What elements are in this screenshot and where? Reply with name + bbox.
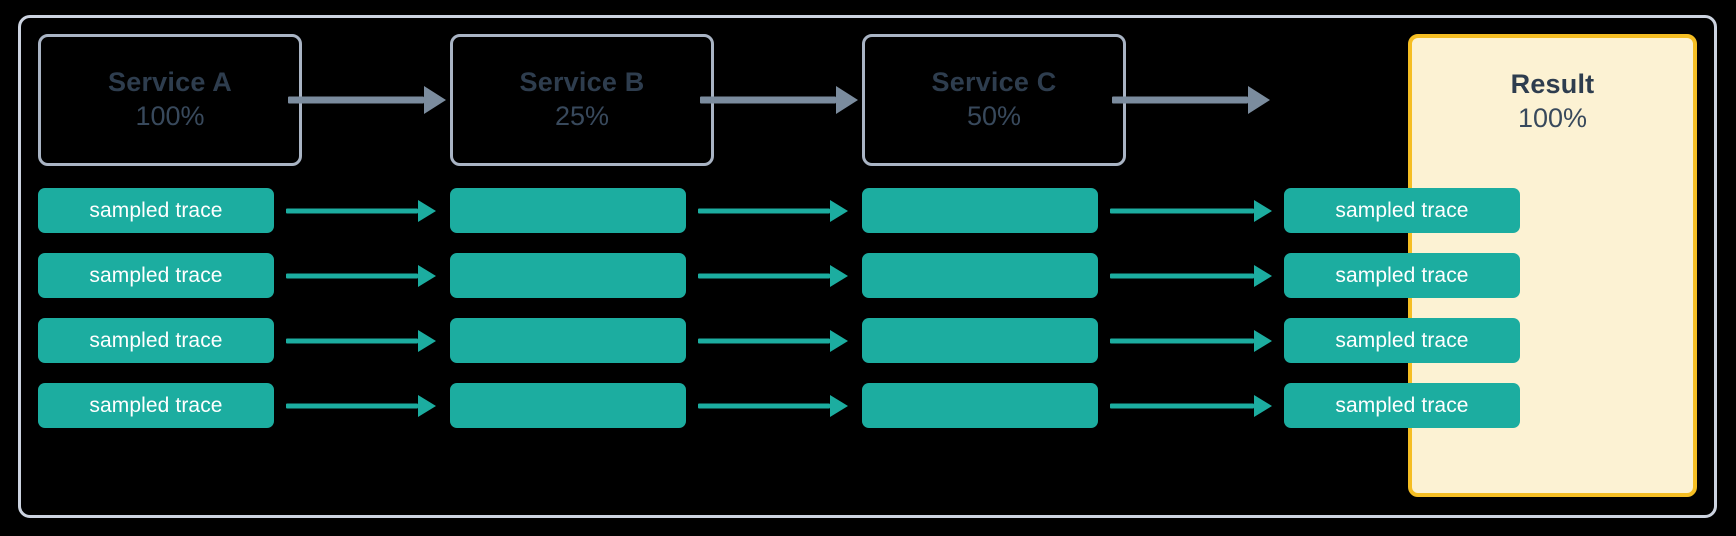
arrow-shaft	[286, 338, 418, 344]
service-box-service-b[interactable]: Service B 25%	[450, 34, 714, 166]
trace-bar-label: sampled trace	[89, 394, 223, 417]
arrow-shaft	[286, 273, 418, 279]
service-b-percent: 25%	[554, 101, 610, 131]
result-percent: 100%	[1517, 103, 1588, 133]
trace-bar-label: sampled trace	[89, 264, 223, 287]
arrow-head	[1254, 395, 1272, 417]
service-box-service-c[interactable]: Service C 50%	[862, 34, 1126, 166]
service-c-percent: 50%	[966, 101, 1022, 131]
trace-bar-label: sampled trace	[1335, 329, 1469, 352]
arrow-shaft	[1110, 208, 1254, 214]
arrow-shaft	[288, 96, 424, 104]
service-b-name: Service B	[519, 67, 645, 98]
trace-bar-label: sampled trace	[89, 199, 223, 222]
service-a-name: Service A	[108, 67, 232, 98]
arrow-head	[424, 86, 446, 114]
arrow-head	[830, 265, 848, 287]
service-a-percent: 100%	[135, 101, 205, 131]
arrow-shaft	[698, 338, 830, 344]
arrow-shaft	[698, 208, 830, 214]
trace-bar-label: sampled trace	[89, 329, 223, 352]
arrow-head	[836, 86, 858, 114]
trace-bar-row2-service-c[interactable]	[862, 253, 1098, 298]
trace-bar-row4-service-b[interactable]	[450, 383, 686, 428]
trace-bar-row2-service-b[interactable]	[450, 253, 686, 298]
service-c-name: Service C	[931, 67, 1057, 98]
service-box-service-a[interactable]: Service A 100%	[38, 34, 302, 166]
arrow-shaft	[700, 96, 836, 104]
trace-bar-row2-result[interactable]: sampled trace	[1284, 253, 1520, 298]
arrow-head	[418, 330, 436, 352]
outer-container-frame	[18, 15, 1717, 518]
arrow-shaft	[286, 208, 418, 214]
arrow-head	[418, 265, 436, 287]
arrow-shaft	[1110, 338, 1254, 344]
trace-bar-row1-result[interactable]: sampled trace	[1284, 188, 1520, 233]
arrow-head	[830, 330, 848, 352]
trace-bar-row4-result[interactable]: sampled trace	[1284, 383, 1520, 428]
arrow-shaft	[698, 403, 830, 409]
trace-bar-row3-result[interactable]: sampled trace	[1284, 318, 1520, 363]
trace-bar-label: sampled trace	[1335, 199, 1469, 222]
arrow-head	[1254, 200, 1272, 222]
arrow-shaft	[1112, 96, 1248, 104]
trace-bar-row1-service-a[interactable]: sampled trace	[38, 188, 274, 233]
arrow-head	[1254, 330, 1272, 352]
arrow-shaft	[1110, 403, 1254, 409]
trace-bar-row1-service-b[interactable]	[450, 188, 686, 233]
arrow-head	[1248, 86, 1270, 114]
arrow-shaft	[698, 273, 830, 279]
arrow-head	[1254, 265, 1272, 287]
trace-bar-row4-service-a[interactable]: sampled trace	[38, 383, 274, 428]
arrow-shaft	[1110, 273, 1254, 279]
result-header: Result 100%	[1412, 38, 1693, 166]
trace-bar-row1-service-c[interactable]	[862, 188, 1098, 233]
trace-bar-row3-service-c[interactable]	[862, 318, 1098, 363]
arrow-head	[830, 200, 848, 222]
arrow-head	[418, 395, 436, 417]
trace-bar-row3-service-b[interactable]	[450, 318, 686, 363]
trace-bar-label: sampled trace	[1335, 394, 1469, 417]
trace-bar-row3-service-a[interactable]: sampled trace	[38, 318, 274, 363]
arrow-head	[830, 395, 848, 417]
trace-bar-row2-service-a[interactable]: sampled trace	[38, 253, 274, 298]
arrow-head	[418, 200, 436, 222]
result-name: Result	[1510, 69, 1595, 100]
arrow-shaft	[286, 403, 418, 409]
trace-bar-row4-service-c[interactable]	[862, 383, 1098, 428]
trace-bar-label: sampled trace	[1335, 264, 1469, 287]
